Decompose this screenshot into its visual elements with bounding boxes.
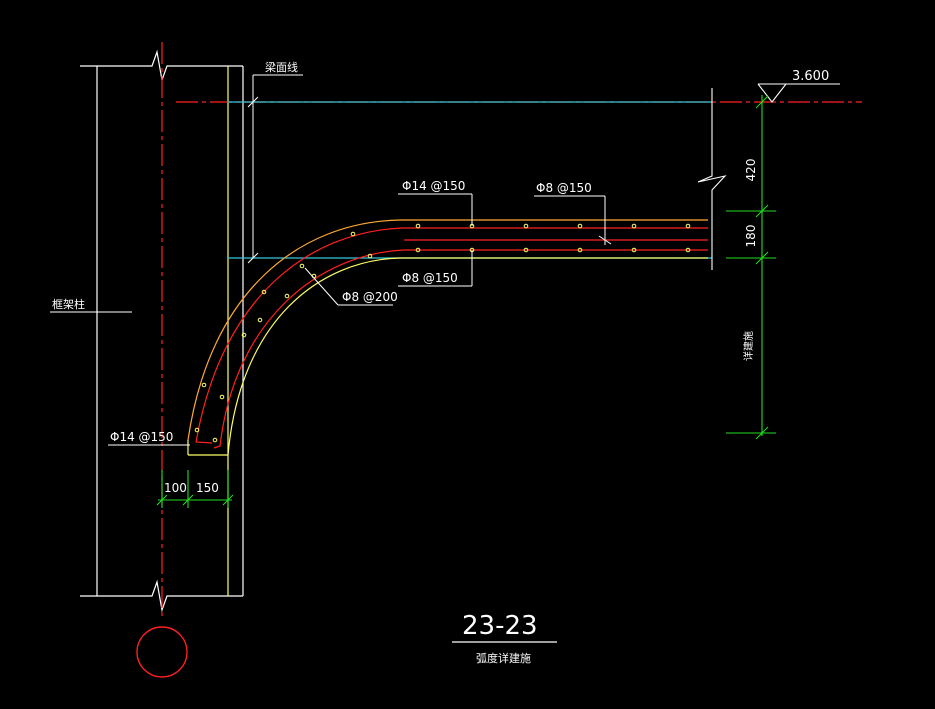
dim-right-top: 420 bbox=[744, 159, 758, 182]
rebar-top-red bbox=[195, 227, 708, 444]
dim-right-mid: 180 bbox=[744, 225, 758, 248]
rebar-leaders bbox=[50, 193, 612, 446]
slab-outer-outline bbox=[187, 219, 708, 441]
beam-top-line-label: 梁面线 bbox=[265, 60, 298, 74]
section-title: 23-23 bbox=[462, 611, 538, 641]
section-subtitle: 弧度详建施 bbox=[476, 651, 531, 665]
beam-right-break-line bbox=[697, 88, 727, 270]
column-outline bbox=[80, 49, 244, 613]
dim-right-bottom: 详建施 bbox=[742, 331, 755, 361]
axis-bubble bbox=[136, 626, 188, 678]
dim-bottom-right: 150 bbox=[196, 481, 219, 495]
rebar-end-label: Φ14 @150 bbox=[110, 430, 173, 444]
elevation-value: 3.600 bbox=[792, 69, 829, 84]
rebar-top-dist-label: Φ8 @150 bbox=[536, 181, 592, 195]
column-label: 框架柱 bbox=[52, 297, 85, 311]
rebar-top-main-label: Φ14 @150 bbox=[402, 179, 465, 193]
right-dimension bbox=[726, 95, 776, 440]
rebar-dots bbox=[194, 223, 691, 443]
bottom-dimension bbox=[156, 470, 234, 508]
rebar-curve-stirrup-label: Φ8 @200 bbox=[342, 290, 398, 304]
rebar-bottom-red bbox=[213, 249, 708, 449]
elevation-marker bbox=[757, 83, 840, 103]
dim-bottom-left: 100 bbox=[164, 481, 187, 495]
slab-inner-outline bbox=[227, 257, 708, 456]
rebar-bottom-dist-label: Φ8 @150 bbox=[402, 271, 458, 285]
beam-top-line-leader bbox=[247, 74, 303, 264]
